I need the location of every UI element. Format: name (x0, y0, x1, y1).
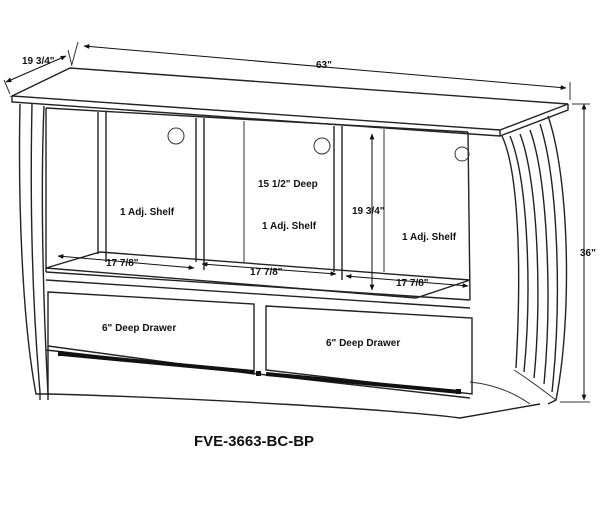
opening-depth-label: 15 1/2" Deep (258, 179, 318, 190)
base-apron (39, 346, 541, 419)
cable-grommet-right (454, 146, 470, 162)
opening-width-label-right: 17 7/8" (396, 278, 429, 289)
drawer-label-left: 6" Deep Drawer (102, 323, 176, 334)
opening-height-label: 19 3/4" (352, 206, 385, 217)
shelf-label-middle: 1 Adj. Shelf (262, 221, 317, 232)
drawer-label-right: 6" Deep Drawer (326, 338, 400, 349)
top-panel (9, 67, 569, 137)
shelf-label-right: 1 Adj. Shelf (402, 232, 457, 243)
height-label: 36" (580, 248, 596, 259)
cable-grommet-middle (313, 137, 331, 155)
drawer-right (265, 305, 473, 395)
opening-width-label-left: 17 7/8" (106, 258, 139, 269)
cable-grommet-left (167, 127, 185, 145)
dimension-lines (3, 41, 590, 403)
right-end-panel (469, 115, 568, 405)
depth-label: 19 3/4" (22, 56, 55, 67)
width-label: 63" (316, 60, 332, 71)
left-end-panel (18, 103, 49, 395)
model-number: FVE-3663-BC-BP (194, 433, 314, 450)
shelf-label-left: 1 Adj. Shelf (120, 207, 175, 218)
opening-width-label-middle: 17 7/8" (250, 267, 283, 278)
